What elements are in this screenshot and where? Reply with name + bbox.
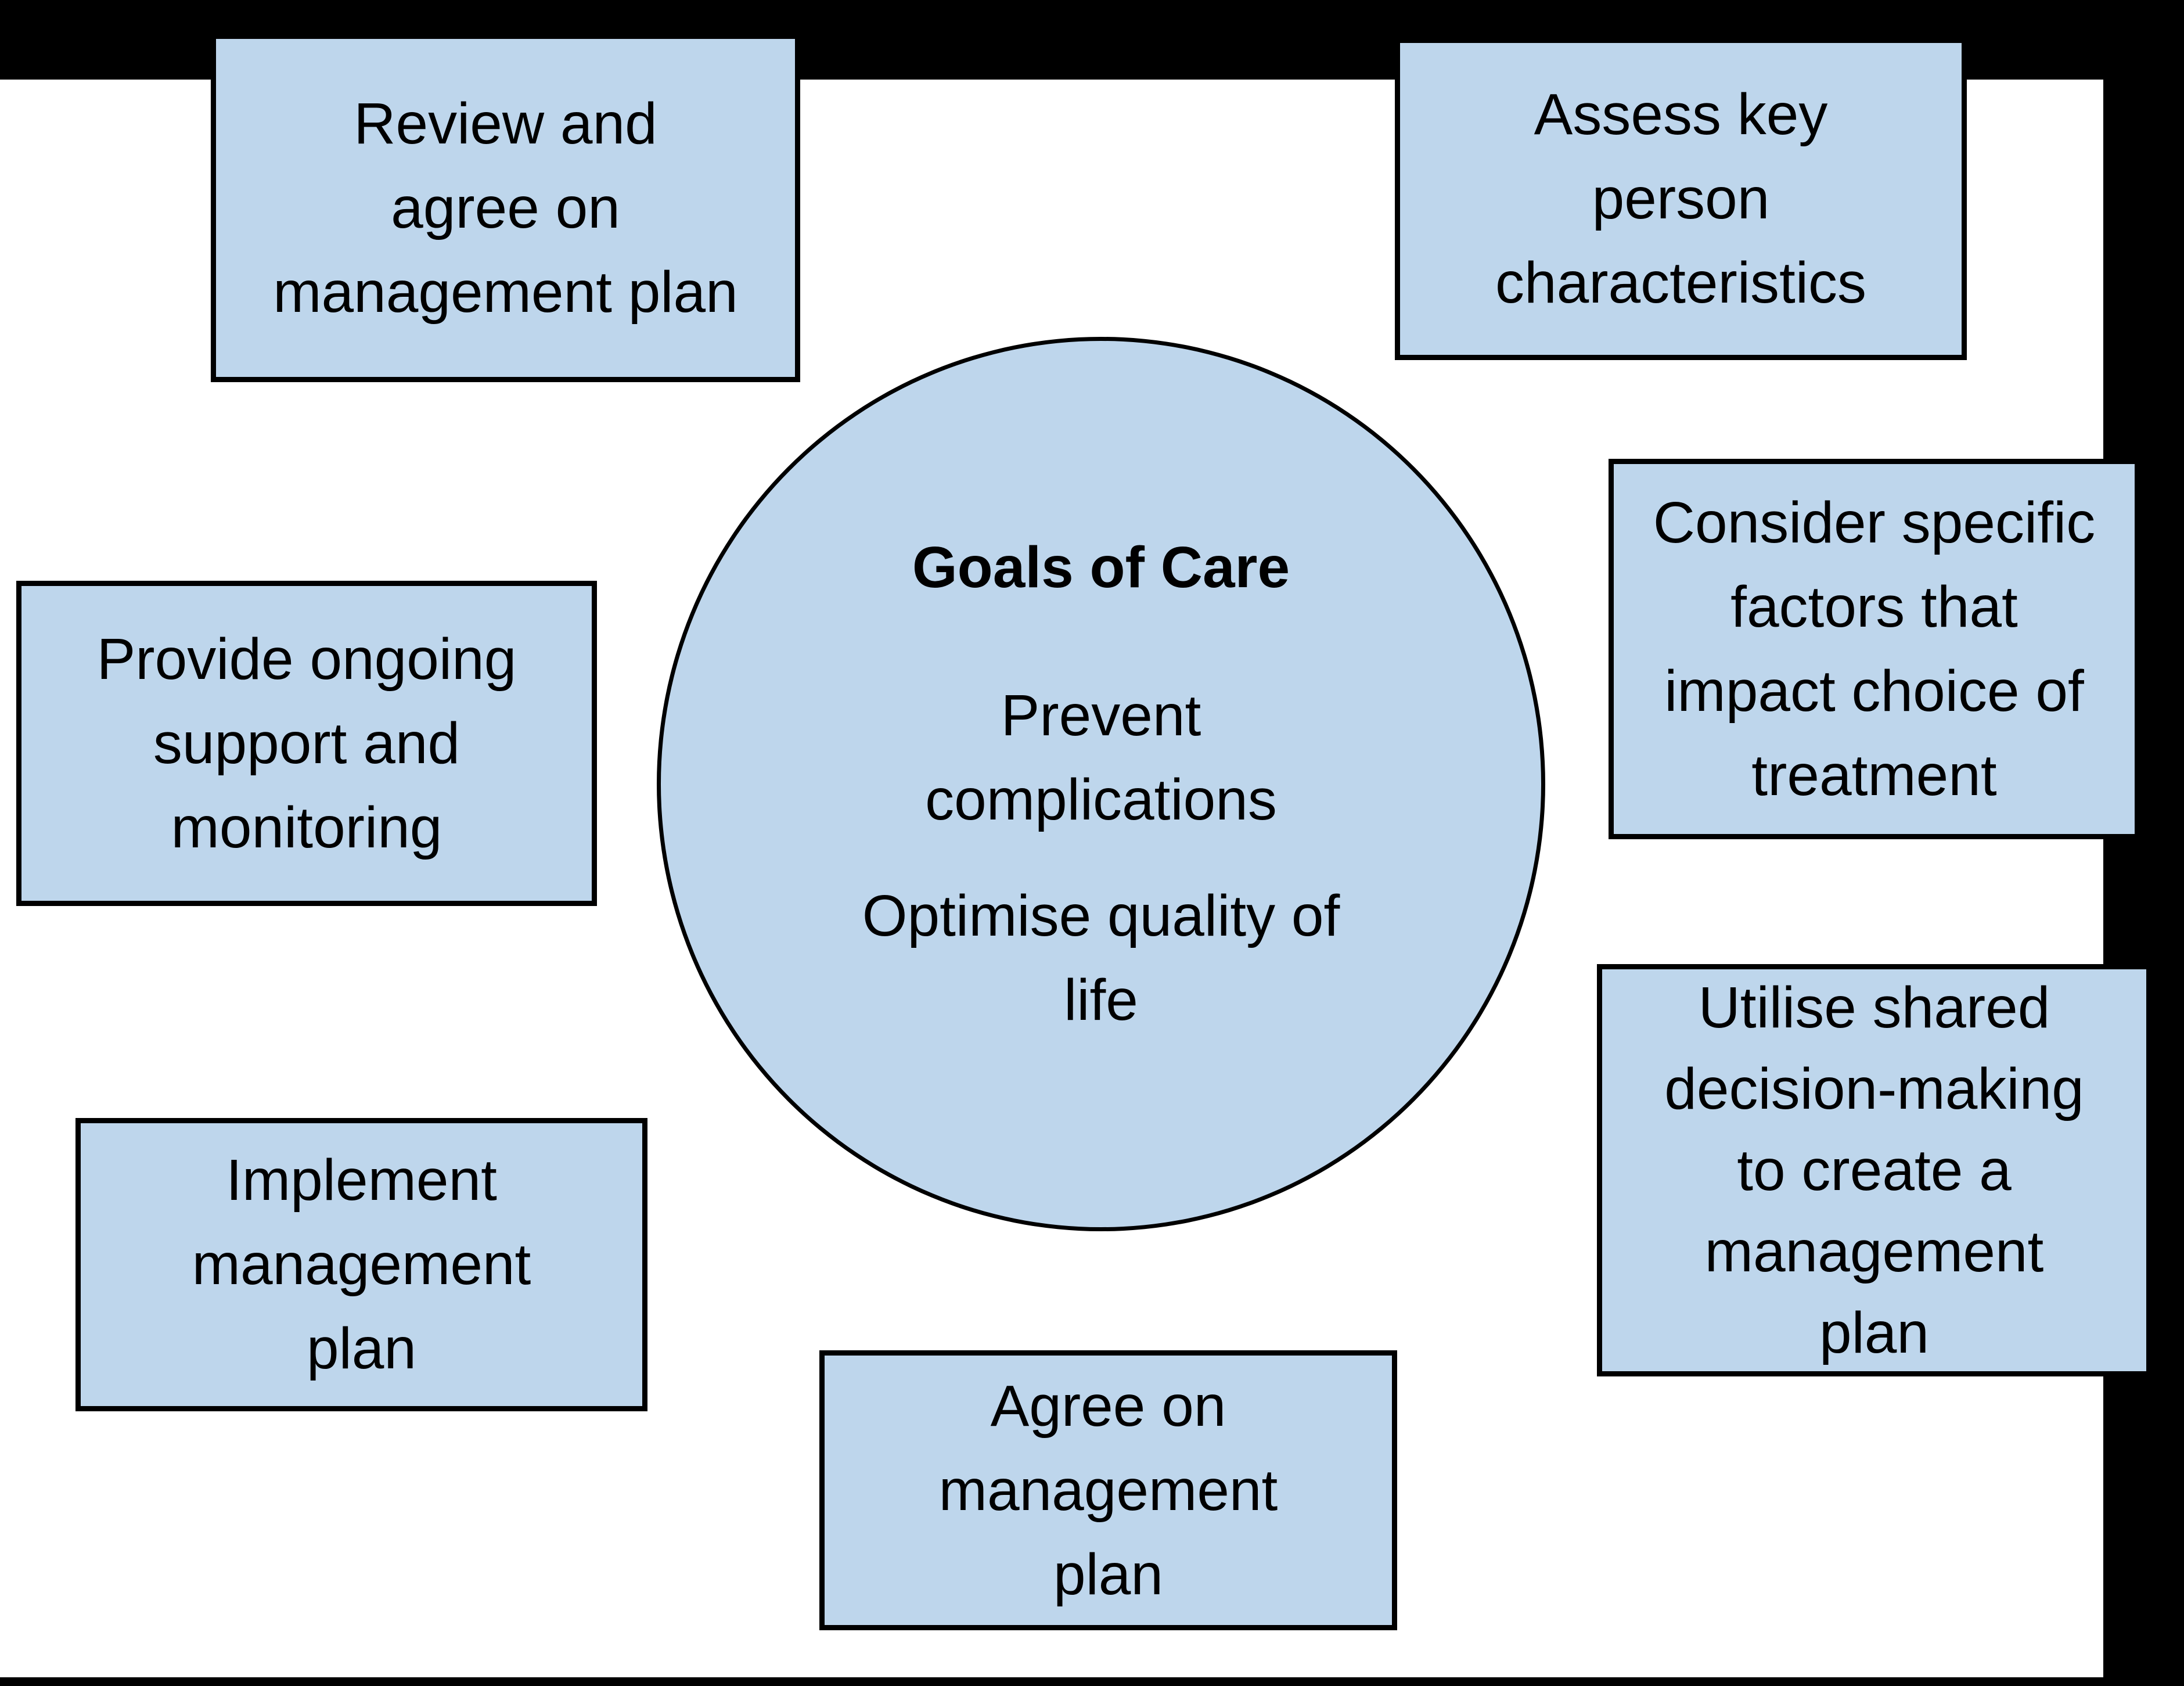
box-shared-decision-making: Utilise shared decision-making to create… xyxy=(1597,964,2151,1376)
box-provide-support-monitoring: Provide ongoing support and monitoring xyxy=(16,581,597,906)
right-black-band xyxy=(2103,0,2184,1686)
box-assess-key-person: Assess key person characteristics xyxy=(1395,38,1967,360)
circle-title: Goals of Care xyxy=(912,535,1290,600)
bottom-black-band xyxy=(0,1677,2184,1686)
circle-goal-prevent-complications: Prevent complications xyxy=(925,683,1277,832)
circle-goal-optimise-quality: Optimise quality of life xyxy=(862,883,1340,1033)
box-implement-plan: Implement management plan xyxy=(75,1118,647,1411)
goals-of-care-circle: Goals of Care Prevent complications Opti… xyxy=(657,337,1545,1231)
box-consider-specific-factors: Consider specific factors that impact ch… xyxy=(1609,459,2140,839)
box-agree-on-plan: Agree on management plan xyxy=(819,1350,1397,1630)
box-review-and-agree-plan: Review and agree on management plan xyxy=(211,34,800,382)
